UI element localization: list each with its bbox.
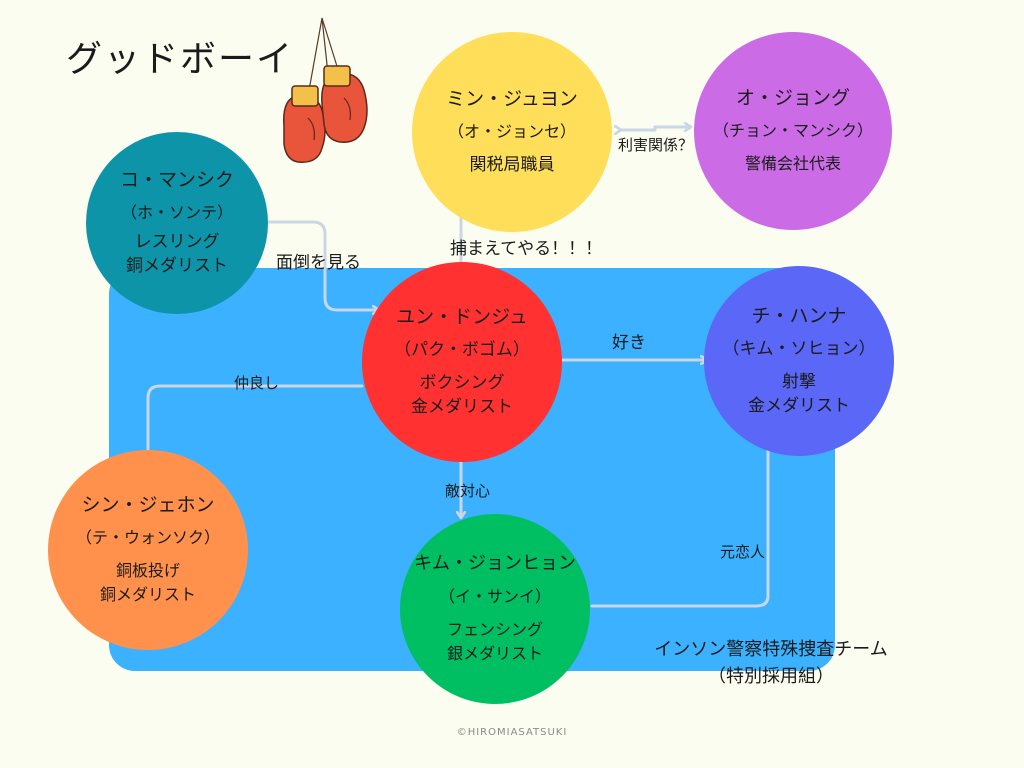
- character-actor: （オ・ジョンセ）: [447, 122, 576, 141]
- node-shin-jaehong: シン・ジェホン （テ・ウォンソク） 銅板投げ 銅メダリスト: [48, 450, 248, 650]
- character-name: シン・ジェホン: [81, 494, 215, 516]
- left-glove-icon: [283, 85, 326, 163]
- right-glove-icon: [321, 65, 368, 143]
- character-role: 警備会社代表: [744, 154, 841, 173]
- arrow-interest: [620, 127, 690, 130]
- label-catch: 捕まえてやる！！！: [450, 239, 603, 259]
- label-like: 好き: [612, 333, 646, 353]
- character-role: フェンシング 銀メダリスト: [446, 620, 543, 663]
- node-ji-hanna: チ・ハンナ （キム・ソヒョン） 射撃 金メダリスト: [704, 266, 894, 456]
- node-yoon-dongju: ユン・ドンジュ （パク・ボゴム） ボクシング 金メダリスト: [362, 262, 562, 462]
- character-role: 関税局職員: [469, 155, 555, 175]
- label-rival: 敵対心: [445, 482, 491, 500]
- character-name: ミン・ジュヨン: [446, 88, 578, 110]
- arrow-ex: [590, 436, 770, 608]
- arrow-care: [266, 220, 378, 310]
- character-actor: （テ・ウォンソク）: [75, 528, 220, 547]
- page-title: グッドボーイ: [66, 39, 295, 80]
- character-actor: （キム・ソヒョン）: [722, 339, 876, 359]
- team-name: インソン警察特殊捜査チーム （特別採用組）: [654, 639, 888, 687]
- character-name: コ・マンシク: [119, 169, 234, 191]
- label-care: 面倒を見る: [276, 253, 361, 273]
- character-name: キム・ジョンヒョン: [414, 553, 576, 574]
- node-min-juyeon: ミン・ジュヨン （オ・ジョンセ） 関税局職員: [412, 32, 612, 232]
- credit: ©HIROMIASATSUKI: [456, 727, 568, 738]
- character-role: レスリング 銅メダリスト: [126, 232, 228, 276]
- character-actor: （チョン・マンシク）: [712, 121, 873, 140]
- character-role: 銅板投げ 銅メダリスト: [99, 561, 196, 604]
- label-interest: 利害関係？: [618, 136, 694, 154]
- character-name: チ・ハンナ: [751, 305, 847, 327]
- label-ex: 元恋人: [720, 543, 766, 561]
- arrow-friends: [146, 384, 364, 454]
- character-role: ボクシング 金メダリスト: [411, 373, 513, 417]
- label-friends: 仲良し: [234, 374, 280, 392]
- character-actor: （ホ・ソンテ）: [120, 203, 233, 222]
- node-ko-mansik: コ・マンシク （ホ・ソンテ） レスリング 銅メダリスト: [86, 132, 268, 314]
- node-oh-jeonggu: オ・ジョング （チョン・マンシク） 警備会社代表: [694, 32, 892, 230]
- character-actor: （パク・ボゴム）: [394, 340, 530, 360]
- boxing-gloves-icon: [283, 17, 368, 163]
- node-kim-jonghyun: キム・ジョンヒョン （イ・サンイ） フェンシング 銀メダリスト: [400, 514, 590, 704]
- character-name: オ・ジョング: [735, 87, 850, 109]
- character-actor: （イ・サンイ）: [438, 587, 551, 606]
- character-role: 射撃 金メダリスト: [748, 372, 850, 416]
- character-name: ユン・ドンジュ: [396, 306, 528, 328]
